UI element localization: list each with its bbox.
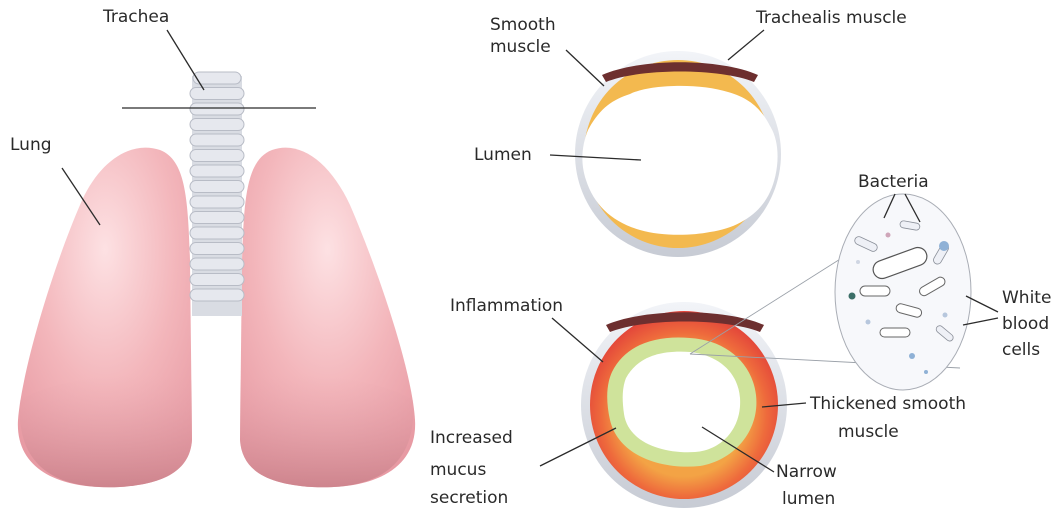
trachea-cartilage-ring	[190, 212, 244, 224]
inflamed-airway-cross-section	[581, 302, 787, 508]
trachea-cartilage-ring	[190, 119, 244, 131]
zoom-line-top	[690, 256, 845, 354]
lungs-illustration	[18, 72, 415, 487]
increased-mucus-secretion-label: Increased mucus secretion	[430, 428, 518, 508]
trachea-label: Trachea	[102, 7, 169, 27]
healthy-airway-cross-section	[575, 51, 781, 257]
thickened-smooth-muscle-label: Thickened smooth muscle	[809, 394, 971, 442]
trachea-cartilage-ring	[190, 196, 244, 208]
white-blood-cells-label: White blood cells	[1002, 288, 1056, 360]
trachea-cartilage-ring	[190, 227, 244, 239]
inflammation-pointer	[552, 318, 603, 362]
trachea-cartilage-ring	[193, 72, 241, 84]
healthy-lumen	[582, 86, 777, 235]
narrow-lumen-label: Narrow lumen	[776, 462, 842, 509]
smooth-muscle-label: Smooth muscle	[490, 15, 561, 57]
left-lung-base	[240, 375, 413, 487]
narrow-lumen-area	[623, 352, 740, 453]
smooth-muscle-pointer	[566, 50, 604, 86]
trachealis-muscle-label: Trachealis muscle	[755, 8, 907, 28]
trachea-cartilage-ring	[190, 150, 244, 162]
trachea-cartilage-ring	[190, 88, 244, 100]
lumen-label: Lumen	[474, 145, 532, 165]
trachea-cartilage-ring	[190, 103, 244, 115]
zoom-detail-circle	[835, 194, 971, 390]
trachea-cartilage-ring	[190, 258, 244, 270]
trachea-cartilage-ring	[190, 181, 244, 193]
trachea-cartilage-ring	[190, 274, 244, 286]
trachea-pointer	[167, 30, 204, 90]
trachea-cartilage-ring	[190, 134, 244, 146]
inflammation-label: Inflammation	[450, 296, 563, 316]
trachea-cartilage-ring	[190, 289, 244, 301]
bacteria-label: Bacteria	[858, 172, 929, 192]
trachea-cartilage-ring	[190, 243, 244, 255]
trachea-cartilage-ring	[190, 165, 244, 177]
right-lung-base	[20, 375, 192, 487]
trachealis-pointer	[728, 30, 764, 60]
lung-label: Lung	[10, 135, 52, 155]
